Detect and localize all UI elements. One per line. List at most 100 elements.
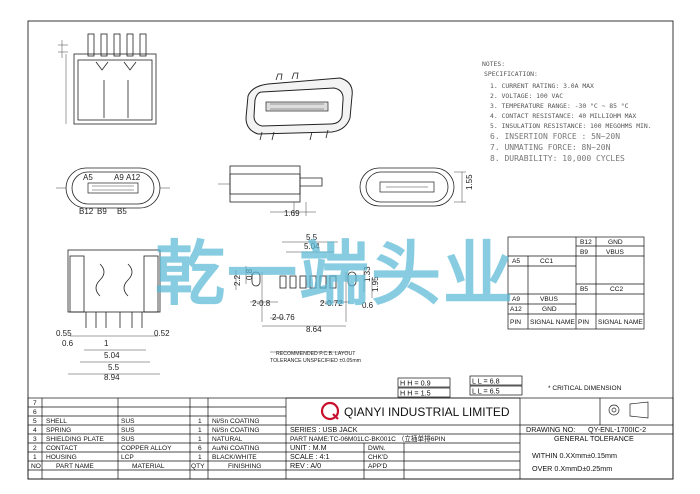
sig-pin-a12: A12 [510,306,522,313]
bom-qty: 1 [198,436,202,443]
bom-finish: Au/Ni COATING [212,445,260,452]
sig-pin-b9: B9 [580,249,588,256]
dim-5-5-top: 5.5 [306,233,318,242]
dim-0-52: 0.52 [154,329,170,338]
side-view-top [58,33,157,125]
bom-part: SHELL [46,418,67,425]
dim-5-04: 5.04 [104,351,120,360]
sig-header-pin: PIN [578,319,589,326]
title-block: 7 6 5 4 3 2 1 SHELL SUS 1 Ni/Sn COATING … [27,397,674,480]
note-item: 1. CURRENT RATING: 3.0A MAX [490,82,594,90]
pin-label-a9: A9 [114,173,124,182]
dim-5-04-top: 5.04 [304,242,320,251]
sig-name-vbus: VBUS [540,296,559,303]
dim-8-94: 8.94 [104,373,120,382]
sig-header-signal: SIGNAL NAME [598,319,643,326]
drawing-no-label: DRAWING NO: [526,425,575,434]
dim-0-8: 0.8 [245,268,254,280]
dim-2-0-8: 2-0.8 [252,299,271,308]
dim-5-5: 5.5 [108,363,120,372]
note-item: 8. DURABILITY: 10,000 CYCLES [490,154,625,163]
bom-material: LCP [121,454,134,461]
sig-name-cc2: CC2 [610,286,624,293]
general-tolerance: GENERAL TOLERANCE [554,434,634,443]
bom-row-no: 4 [33,427,37,434]
note-item: 6. INSERTION FORCE : 5N~20N [490,132,620,141]
sig-name-vbus: VBUS [606,249,625,256]
bom-row-no: 6 [33,409,37,416]
unit: UNIT : M.M [290,443,327,452]
bom-part: HOUSING [46,454,77,461]
dim-1-55: 1.55 [465,174,474,190]
bom-header-no: NO [31,463,41,470]
sig-header-signal: SIGNAL NAME [530,319,575,326]
bom-finish: BLACK/WHITE [212,454,257,461]
hh-1: H H = 0.9 [400,379,431,388]
note-item: 4. CONTACT RESISTANCE: 40 MILLIOHM MAX [490,112,636,120]
note-item: 5. INSULATION RESISTANCE: 100 MEGOHMS MI… [490,122,652,130]
bom-finish: Ni/Sn COATING [212,427,260,434]
sig-pin-b12: B12 [580,239,592,246]
dwn-label: DWN. [368,445,386,452]
note-item: 2. VOLTAGE: 100 VAC [490,92,563,100]
critical-dims: H H = 0.9 H H = 1.5 L L = 6.8 L L = 6.5 … [397,375,622,398]
bom-part: CONTACT [46,445,77,452]
sig-pin-a5: A5 [512,258,520,265]
company-name: QIANYI INDUSTRIAL LIMITED [344,405,510,419]
rev: REV : A/0 [290,461,321,470]
critical-dimension-note: * CRITICAL DIMENSION [548,385,622,392]
bom-finish: NATURAL [212,436,243,443]
dim-1: 1 [104,339,109,348]
pin-label-b12: B12 [79,207,94,216]
note-item: 3. TEMPERATURE RANGE: -30 °C ~ 85 °C [490,102,629,110]
dim-1-69: 1.69 [284,209,300,218]
dim-2-2: 2.2 [233,274,242,286]
signal-table: B12 GND B9 VBUS A5 CC1 B5 CC2 A9 VBUS A1… [507,236,645,330]
pcb-layout-tolerance: TOLERANCE UNSPECIFIED ±0.05mm [270,358,361,364]
sig-header-pin: PIN [510,319,521,326]
connector-3d-view [245,72,353,141]
hh-2: H H = 1.5 [400,389,431,398]
dim-0-6-right: 0.6 [362,301,374,310]
watermark: 乾一端头业 [155,233,515,315]
bom-qty: 6 [198,445,202,452]
notes-heading: NOTES: [482,60,505,68]
pin-label-b5: B5 [117,207,127,216]
part-name: PART NAME:TC-06M01LC-BK001C （立插单排6PIN [290,434,446,443]
note-item: 7. UNMATING FORCE: 8N~20N [490,143,611,152]
appd-label: APP'D [368,463,387,470]
bom-material: SUS [121,427,135,434]
bom-qty: 1 [198,427,202,434]
tolerance-over: OVER 0.XmmD±0.25mm [532,464,612,473]
end-view-right: 1.55 [359,167,474,207]
pin-label-a12: A12 [126,173,141,182]
series: SERIES : USB JACK [290,425,358,434]
bom-header-finish: FINISHING [228,463,261,470]
dim-2-0-72: 2-0.72 [320,299,343,308]
pin-label-a5: A5 [83,173,93,182]
bom-qty: 1 [198,418,202,425]
tolerance-within: WITHIN 0.XXmm±0.15mm [532,451,617,460]
side-view-middle: 1.69 [218,165,323,218]
dim-0-6-left: 0.6 [62,339,74,348]
front-view-pins: A5 A9 A12 B12 B9 B5 [56,167,170,216]
bom-qty: 1 [198,454,202,461]
sig-name-gnd: GND [542,306,557,313]
sig-name-gnd: GND [608,239,623,246]
notes-block: NOTES: SPECIFICATION: 1. CURRENT RATING:… [482,60,652,163]
notes-sub: SPECIFICATION: [484,70,538,78]
bom-finish: Ni/Sn COATING [212,418,260,425]
bom-header-part: PART NAME [56,463,94,470]
bom-header-material: MATERIAL [132,463,165,470]
bom-row-no: 1 [33,454,37,461]
dim-0-55: 0.55 [56,329,72,338]
bom-part: SPRING [46,427,71,434]
scale: SCALE : 4:1 [290,452,330,461]
bom-material: SUS [121,436,135,443]
pin-label-b9: B9 [97,207,107,216]
sig-name-cc1: CC1 [540,258,554,265]
dim-1-95: 1.95 [371,276,380,292]
bom-row-no: 3 [33,436,37,443]
bom-header-qty: QTY [191,463,205,470]
